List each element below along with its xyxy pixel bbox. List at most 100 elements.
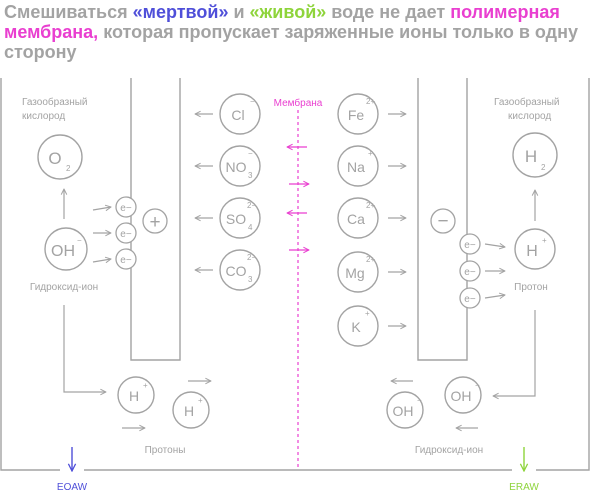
svg-text:2−: 2− (247, 253, 256, 262)
svg-text:H: H (525, 147, 537, 166)
hydroxide-ion: OH − (444, 376, 482, 414)
hydroxide-ion: OH − (386, 391, 424, 429)
arrow-right (484, 244, 505, 247)
live-water-highlight: «живой» (249, 2, 327, 22)
anode-products-label: Протоны (145, 445, 186, 456)
svg-text:+: + (198, 396, 203, 405)
svg-text:+: + (143, 381, 148, 390)
oxygen-molecule: O 2 (37, 134, 83, 180)
svg-text:OH: OH (393, 403, 414, 419)
svg-text:−: − (250, 97, 255, 106)
cation-ca: Ca 2+ (337, 197, 406, 239)
svg-text:OH: OH (451, 388, 472, 404)
anion-so4: SO 4 2− (195, 197, 261, 239)
cation-fe: Fe 2+ (337, 93, 406, 135)
svg-text:NO: NO (226, 159, 247, 175)
anion-co3: CO 3 2− (195, 249, 261, 291)
electron: e− (115, 222, 137, 244)
proton: H + (514, 228, 556, 270)
electron: e− (459, 260, 481, 282)
cation-mg: Mg 2+ (337, 251, 406, 293)
cathode-products-label: Гидроксид-ион (415, 445, 483, 456)
svg-text:e−: e− (120, 255, 132, 266)
headline-text-1: Смешиваться (4, 2, 133, 22)
membrane-label: Мембрана (274, 97, 323, 109)
svg-text:H: H (526, 243, 538, 260)
cell-outline (0, 78, 590, 471)
cathode-minus-sign: − (430, 208, 456, 234)
proton: H + (117, 376, 155, 414)
cathode-outflow-path (493, 310, 536, 396)
svg-text:3: 3 (248, 275, 253, 284)
svg-text:2: 2 (541, 163, 546, 172)
svg-text:CO: CO (226, 263, 247, 279)
svg-text:H: H (184, 403, 194, 419)
cation-list: Fe 2+ Na + Ca 2+ Mg 2+ K + (337, 93, 406, 347)
svg-text:H: H (129, 388, 139, 404)
arrow-right (92, 207, 111, 210)
headline-text-3: воде не дает (326, 2, 451, 22)
cathode-electrode (417, 78, 468, 361)
svg-text:OH: OH (51, 243, 75, 260)
anode-outflow-path (63, 305, 106, 392)
svg-text:e−: e− (120, 203, 132, 214)
svg-text:Cl: Cl (231, 107, 244, 123)
eoaw-label: EOAW (57, 482, 88, 493)
cathode-reactant-label: Протон (514, 282, 548, 293)
arrow-right (92, 259, 111, 262)
svg-text:4: 4 (248, 223, 253, 232)
svg-text:−: − (77, 236, 82, 245)
svg-text:2: 2 (66, 164, 71, 173)
headline: Смешиваться «мертвой» и «живой» воде не … (4, 2, 596, 62)
svg-text:3: 3 (248, 171, 253, 180)
svg-text:2+: 2+ (366, 255, 375, 264)
cathode-electron-arrows (484, 244, 505, 298)
electron: e− (115, 248, 137, 270)
anode-plus-sign: + (142, 208, 168, 234)
electron: e− (459, 233, 481, 255)
cathode-gas-label: Газообразный кислород (494, 96, 562, 122)
cation-k: K + (337, 305, 406, 347)
membrane-highlight: полимерная мембрана, (4, 2, 560, 42)
anode-gas-label: Газообразный кислород (22, 96, 90, 122)
svg-text:SO: SO (226, 211, 246, 227)
svg-text:K: K (351, 319, 361, 335)
svg-text:−: − (437, 211, 448, 232)
svg-text:e−: e− (120, 229, 132, 240)
svg-text:+: + (149, 212, 160, 233)
electron: e− (115, 196, 137, 218)
svg-text:Mg: Mg (345, 265, 364, 281)
svg-text:Na: Na (347, 159, 365, 175)
anion-cl: Cl − (195, 93, 261, 135)
svg-text:+: + (368, 149, 373, 158)
svg-text:−: − (417, 396, 422, 405)
svg-text:+: + (542, 236, 547, 245)
electron: e− (459, 287, 481, 309)
svg-text:2−: 2− (247, 201, 256, 210)
membrane-transfer-arrows (287, 147, 309, 250)
svg-text:−: − (475, 381, 480, 390)
anode-electron-arrows (92, 207, 111, 262)
vessel-outline (0, 78, 590, 471)
hydrogen-molecule: H 2 (512, 132, 558, 178)
cation-na: Na + (337, 145, 406, 187)
svg-text:2+: 2+ (366, 97, 375, 106)
svg-text:−: − (248, 149, 253, 158)
proton: H + (172, 391, 210, 429)
svg-text:+: + (365, 309, 370, 318)
svg-text:O: O (48, 149, 61, 168)
headline-text-2: и (228, 2, 250, 22)
headline-text-4: которая пропускает заряженные ионы тольк… (4, 22, 578, 62)
svg-text:e−: e− (464, 240, 476, 251)
anode-reactant-label: Гидроксид-ион (30, 282, 98, 293)
dead-water-highlight: «мертвой» (132, 2, 229, 22)
arrow-right (484, 295, 505, 298)
svg-text:e−: e− (464, 294, 476, 305)
hydroxide-ion: OH − (44, 227, 88, 271)
svg-text:Fe: Fe (348, 107, 365, 123)
svg-text:e−: e− (464, 267, 476, 278)
anion-no3: NO 3 − (195, 145, 261, 187)
anion-list: Cl − NO 3 − SO 4 2− CO 3 2− (195, 93, 261, 291)
svg-text:Ca: Ca (347, 211, 365, 227)
